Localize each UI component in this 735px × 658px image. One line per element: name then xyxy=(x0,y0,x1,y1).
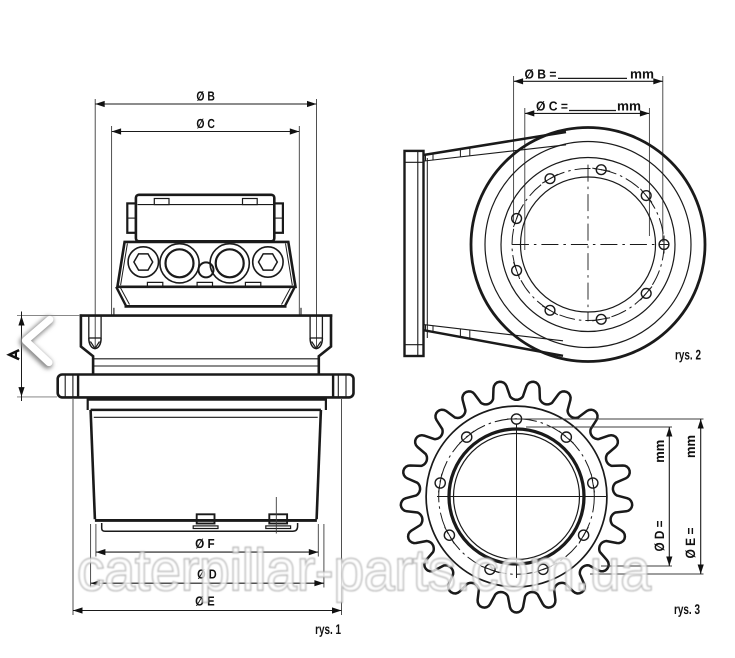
svg-text:caterpillar-parts.com.ua: caterpillar-parts.com.ua xyxy=(77,538,651,603)
svg-text:mm: mm xyxy=(630,67,654,82)
svg-text:Ø B =: Ø B = xyxy=(525,67,557,82)
svg-text:Ø F: Ø F xyxy=(195,536,215,551)
svg-text:rys. 1: rys. 1 xyxy=(315,621,341,637)
svg-text:Ø E: Ø E xyxy=(195,594,215,609)
svg-text:mm: mm xyxy=(652,440,667,463)
svg-text:Ø C: Ø C xyxy=(196,116,215,131)
svg-text:mm: mm xyxy=(683,435,698,458)
svg-text:Ø C =: Ø C = xyxy=(536,99,568,114)
svg-text:Ø B: Ø B xyxy=(196,89,215,104)
svg-text:Ø E =: Ø E = xyxy=(683,527,698,558)
svg-text:mm: mm xyxy=(617,99,641,114)
svg-text:rys. 2: rys. 2 xyxy=(675,347,701,363)
svg-text:rys. 3: rys. 3 xyxy=(674,601,700,617)
svg-text:Ø D =: Ø D = xyxy=(652,520,667,551)
svg-text:Ø D: Ø D xyxy=(197,567,217,582)
